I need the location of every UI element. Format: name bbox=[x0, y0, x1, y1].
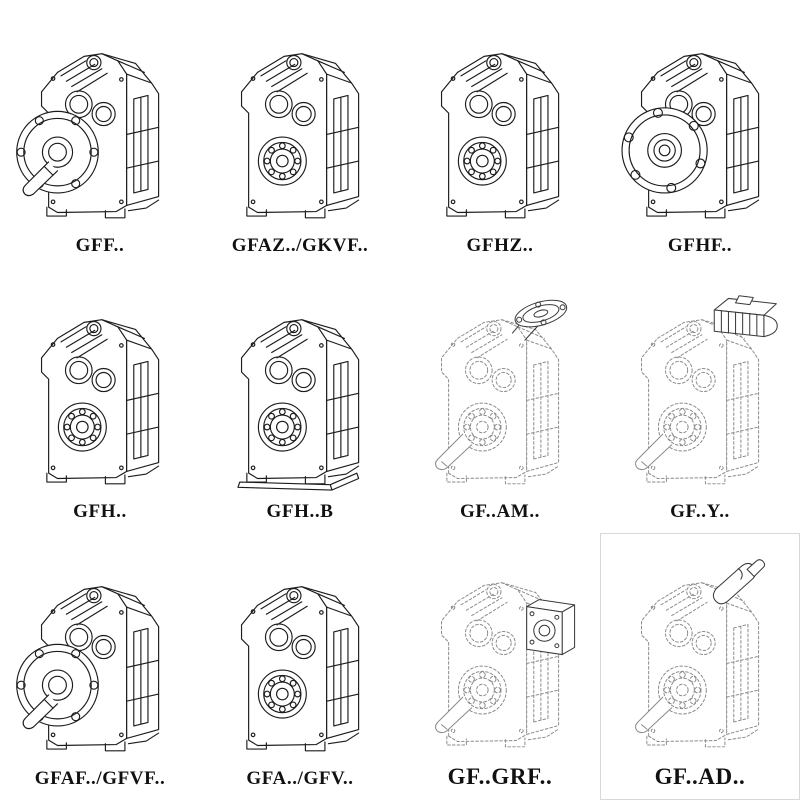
gearbox-drawing-gfaf-gfvf bbox=[16, 561, 194, 765]
catalog-cell-gf-y: GF..Y.. bbox=[600, 267, 800, 534]
catalog-cell-gfhz: GFHZ.. bbox=[400, 0, 600, 267]
gearbox-drawing-gf-grf bbox=[434, 557, 576, 761]
model-label-gfa-gfv: GFA../GFV.. bbox=[246, 767, 354, 789]
gearbox-drawing-gf-ad bbox=[634, 559, 766, 761]
model-label-gf-am: GF..AM.. bbox=[459, 501, 541, 523]
catalog-cell-gfh: GFH.. bbox=[0, 267, 200, 534]
model-label-gf-y: GF..Y.. bbox=[670, 501, 730, 523]
catalog-cell-gf-am: GF..AM.. bbox=[400, 267, 600, 534]
gearbox-drawing-gfh bbox=[6, 294, 194, 498]
model-label-gfaz-gkvf: GFAZ../GKVF.. bbox=[231, 234, 369, 256]
model-label-gff: GFF.. bbox=[75, 234, 125, 256]
gearbox-drawing-gf-am bbox=[434, 294, 571, 498]
gearbox-drawing-gfhz bbox=[406, 28, 594, 232]
gearbox-drawing-gfhf bbox=[621, 28, 794, 232]
catalog-cell-gf-ad: GF..AD.. bbox=[600, 533, 800, 800]
gearbox-drawing-gfaz-gkvf bbox=[206, 28, 394, 232]
catalog-cell-gfh-b: GFH..B bbox=[200, 267, 400, 534]
model-label-gfhz: GFHZ.. bbox=[466, 234, 534, 256]
catalog-cell-gfaf-gfvf: GFAF../GFVF.. bbox=[0, 533, 200, 800]
model-label-gfh-b: GFH..B bbox=[266, 501, 334, 523]
model-label-gf-ad: GF..AD.. bbox=[654, 763, 746, 789]
catalog-cell-gf-grf: GF..GRF.. bbox=[400, 533, 600, 800]
gearbox-drawing-gf-y bbox=[634, 295, 778, 498]
catalog-cell-gff: GFF.. bbox=[0, 0, 200, 267]
model-label-gfhf: GFHF.. bbox=[667, 234, 733, 256]
gearbox-drawing-gff bbox=[16, 28, 194, 232]
model-label-gfaf-gfvf: GFAF../GFVF.. bbox=[34, 767, 166, 789]
catalog-cell-gfa-gfv: GFA../GFV.. bbox=[200, 533, 400, 800]
gearbox-drawing-gfh-b bbox=[237, 294, 360, 491]
gearbox-drawing-gfa-gfv bbox=[206, 561, 394, 765]
catalog-cell-gfaz-gkvf: GFAZ../GKVF.. bbox=[200, 0, 400, 267]
model-label-gf-grf: GF..GRF.. bbox=[447, 763, 553, 789]
model-label-gfh: GFH.. bbox=[73, 501, 127, 523]
catalog-cell-gfhf: GFHF.. bbox=[600, 0, 800, 267]
